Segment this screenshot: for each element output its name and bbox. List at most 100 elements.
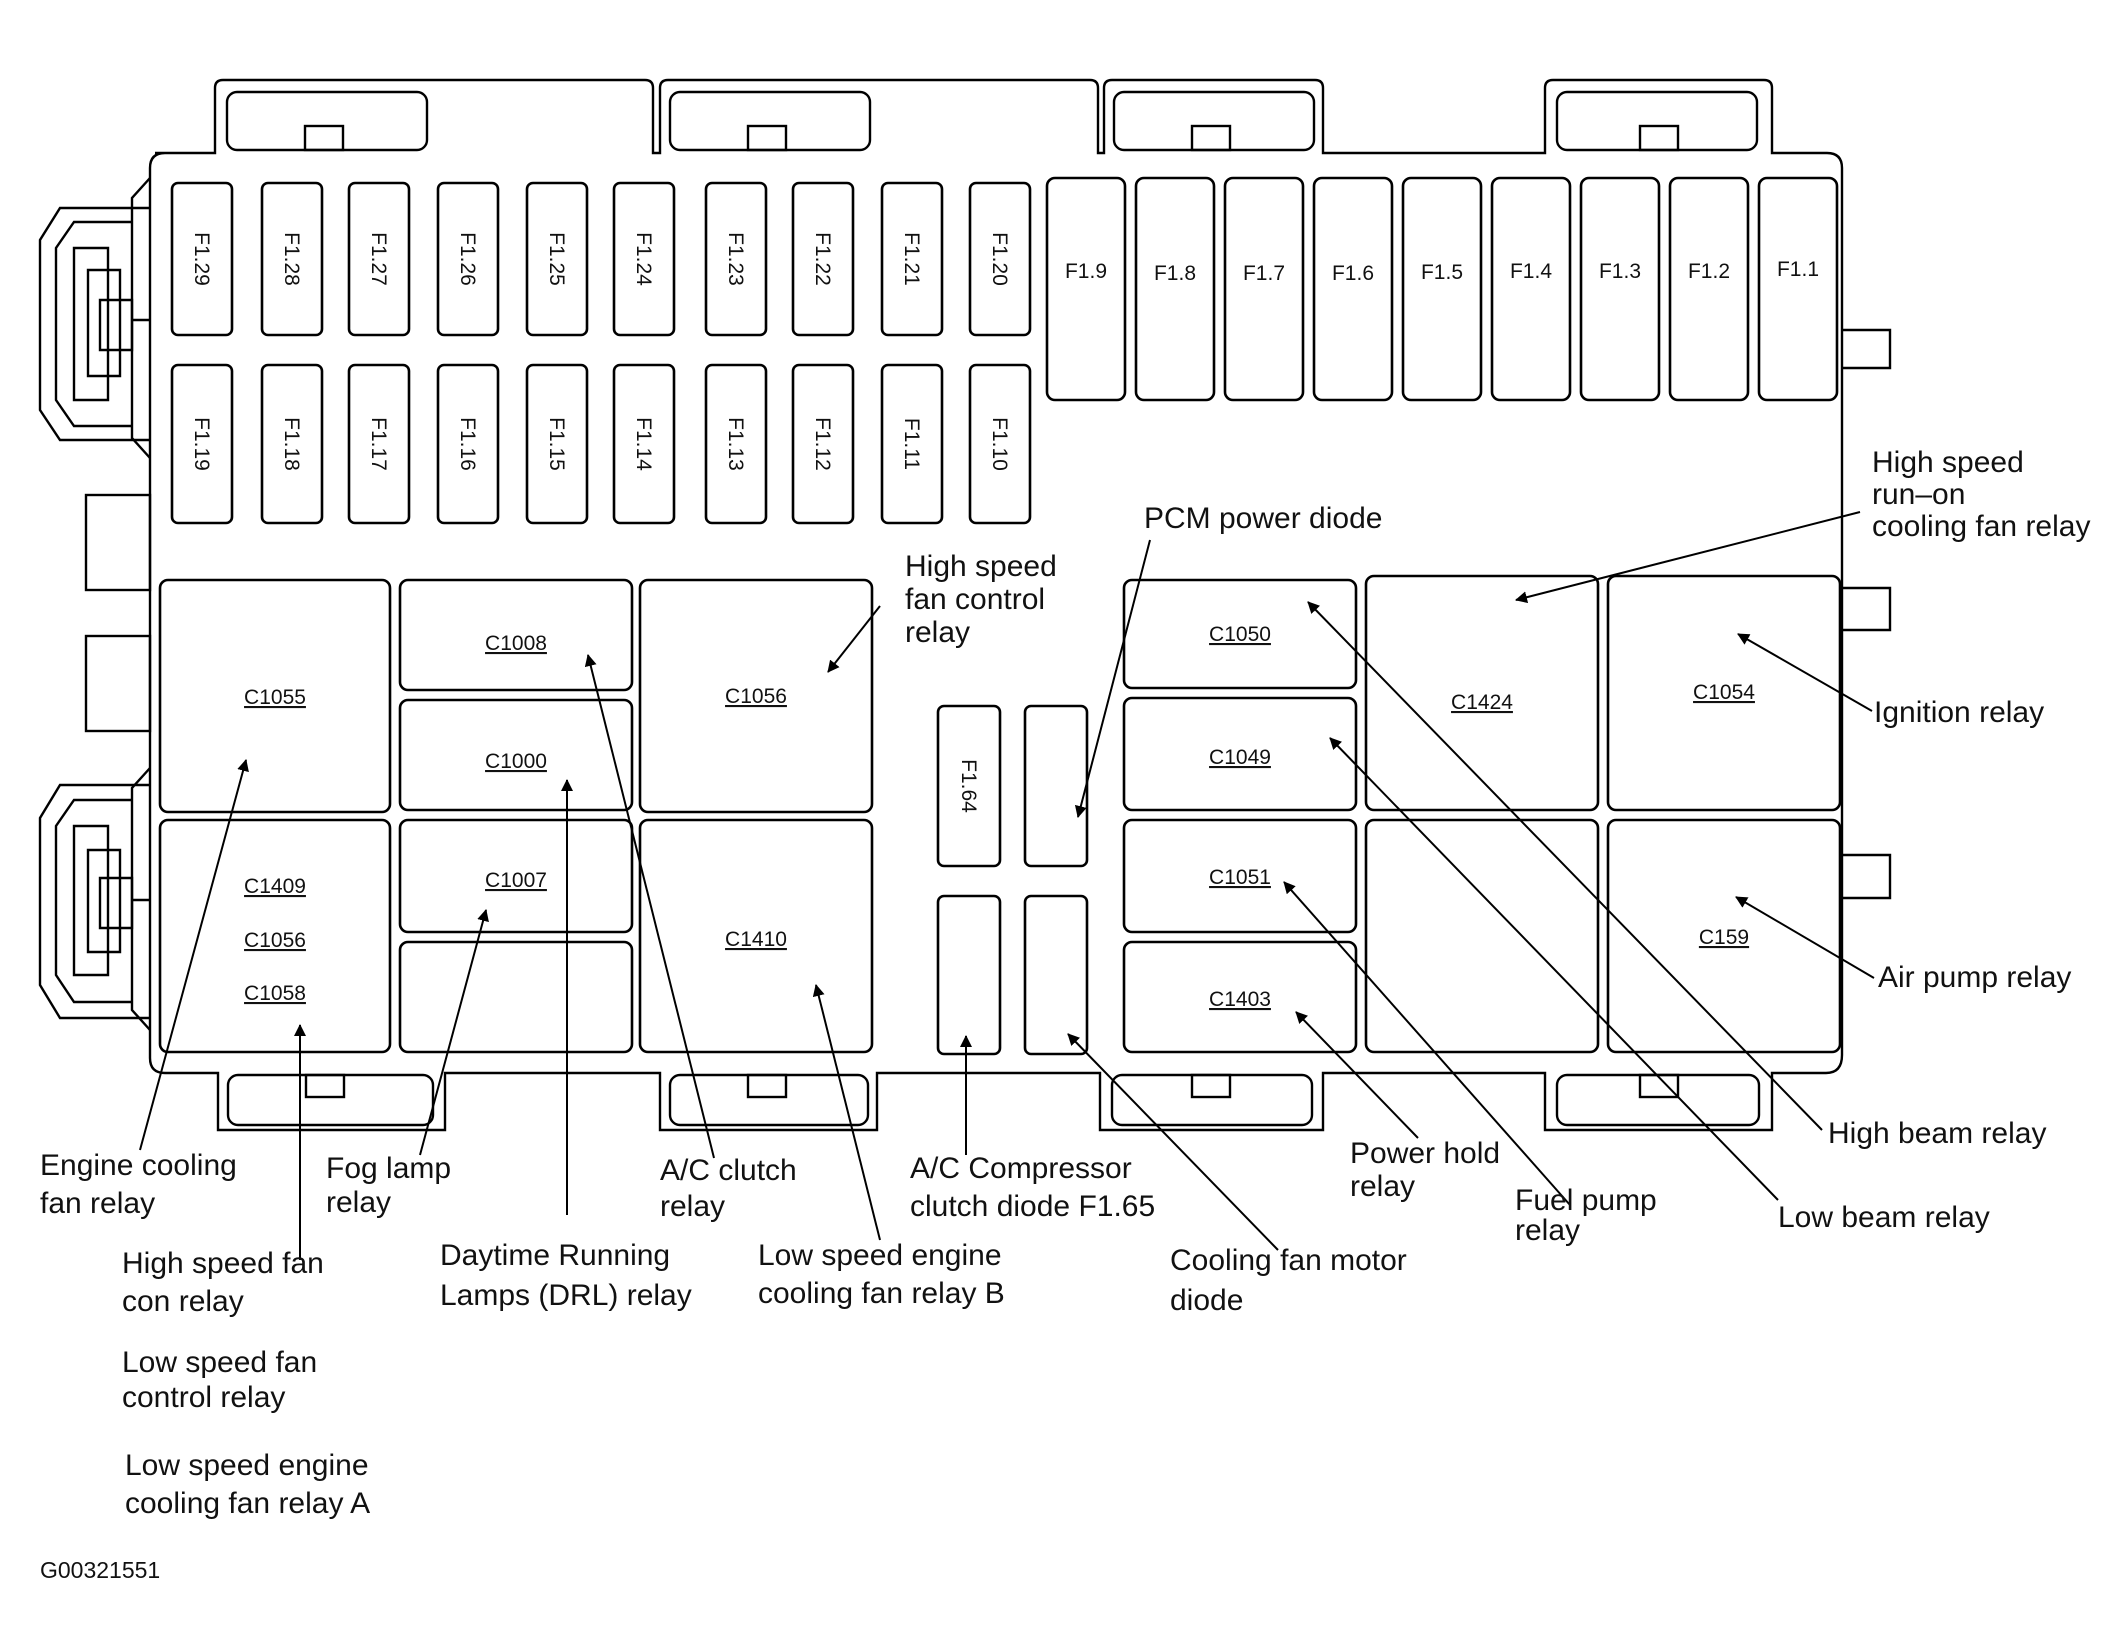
connector-label: C159 (1699, 926, 1749, 949)
fuse-row-right: F1.9 F1.8 F1.7 F1.6 F1.5 F1.4 F1.3 F1.2 … (1045, 176, 1839, 402)
fuse-slot (525, 181, 589, 337)
connector-label: C1008 (485, 632, 547, 655)
pcm-power-diode-slot (1023, 704, 1089, 868)
fuse-slot (1490, 176, 1572, 402)
relay-cell-c1008 (398, 578, 634, 692)
callout-fog-lamp-relay: Fog lamp relay (326, 1152, 459, 1219)
connector-label: C1051 (1209, 866, 1271, 889)
fuse-label: F1.12 (811, 417, 834, 471)
fuse-label: F1.13 (724, 417, 747, 471)
fuse-slot (612, 363, 676, 525)
fuse-label: F1.11 (900, 418, 923, 470)
callout-drl-relay: Daytime Running Lamps (DRL) relay (440, 1239, 692, 1312)
fuse-label: F1.21 (900, 232, 923, 286)
connector-label: C1054 (1693, 681, 1755, 704)
fuse-label: F1.25 (545, 232, 568, 286)
fuse-label: F1.14 (632, 417, 655, 471)
fuse-slot (436, 181, 500, 337)
connector-label: C1050 (1209, 623, 1271, 646)
leader-lines (139, 511, 1875, 1260)
connector-label: C1424 (1451, 691, 1513, 714)
fuse-slot (1668, 176, 1750, 402)
fuse-slot (1579, 176, 1661, 402)
leader-arrow (1283, 881, 1571, 1206)
callout-high-beam-relay: High beam relay (1828, 1117, 2046, 1150)
leader-arrow (1515, 511, 1861, 604)
fuse-slot (347, 363, 411, 525)
callout-ac-compressor-clutch-diode: A/C Compressor clutch diode F1.65 (910, 1152, 1155, 1223)
relay-cell-c1403 (1122, 940, 1358, 1054)
fuse-label: F1.22 (811, 232, 834, 286)
relay-cell-c1000 (398, 698, 634, 812)
leader-arrow (1067, 1033, 1279, 1251)
callout-low-speed-engine-cooling-fan-relay-a: Low speed engine cooling fan relay A (125, 1449, 377, 1520)
fuse-label: F1.10 (988, 417, 1011, 471)
callout-power-hold-relay: Power hold relay (1350, 1137, 1508, 1203)
leader-arrow (139, 759, 249, 1151)
leader-arrow (1735, 896, 1875, 979)
fuse-label: F1.28 (280, 232, 303, 286)
connector-label: C1049 (1209, 746, 1271, 769)
cooling-fan-motor-diode-slot (1023, 894, 1089, 1056)
callout-high-speed-fan-control-relay: High speed fan control relay (905, 550, 1065, 649)
fuse-label: F1.26 (456, 232, 479, 286)
fuse-slot (170, 363, 234, 525)
callout-low-beam-relay: Low beam relay (1778, 1201, 1990, 1234)
relay-cell-blank-right (1364, 818, 1600, 1054)
relay-cell-c1055 (158, 578, 392, 814)
fuse-slot (260, 363, 324, 525)
fuse-label: F1.17 (367, 417, 390, 471)
fuse-slot (968, 181, 1032, 337)
fuse-label: F1.9 (1065, 260, 1107, 283)
fuse-box-housing (38, 78, 1892, 1132)
connector-label: C1056 (725, 685, 787, 708)
fuse-slot (880, 181, 944, 337)
fuse-label: F1.64 (957, 759, 980, 813)
fuse-slot (1223, 176, 1305, 402)
fuse-label: F1.18 (280, 417, 303, 471)
fuse-label: F1.16 (456, 417, 479, 471)
fuse-slot-f1-64 (936, 704, 1002, 868)
callout-high-speed-runon-cooling-fan-relay: High speed run–on cooling fan relay (1872, 446, 2090, 543)
fuse-label: F1.19 (190, 417, 213, 471)
fuse-slot (1134, 176, 1216, 402)
ac-compressor-diode-slot (936, 894, 1002, 1056)
connector-label: C1000 (485, 750, 547, 773)
fuse-slot (1401, 176, 1483, 402)
connector-label: C1055 (244, 686, 306, 709)
fuse-label: F1.15 (545, 417, 568, 471)
leader-arrow (1295, 1011, 1419, 1139)
callout-fuel-pump-relay: Fuel pump relay (1515, 1184, 1665, 1247)
relay-cells: C1055 C1409 C1056 C1058 C1008 C1000 C100… (158, 574, 1842, 1056)
relay-cell-c1056 (638, 578, 874, 814)
callout-ignition-relay: Ignition relay (1874, 696, 2044, 729)
relay-cell-c1409 (158, 818, 392, 1054)
leader-arrow (1074, 539, 1151, 818)
fuse-slot (880, 363, 944, 525)
fuse-label: F1.4 (1510, 260, 1552, 283)
fuse-slot (791, 181, 855, 337)
fuse-label: F1.27 (367, 232, 390, 286)
fuse-slot (525, 363, 589, 525)
relay-cell-c159 (1606, 818, 1842, 1054)
callout-high-speed-fan-con-relay: High speed fan con relay (122, 1247, 332, 1318)
fuse-label: F1.8 (1154, 262, 1196, 285)
callout-low-speed-engine-cooling-fan-relay-b: Low speed engine cooling fan relay B (758, 1239, 1010, 1310)
leader-arrow (812, 984, 881, 1241)
fuse-label: F1.5 (1421, 261, 1463, 284)
relay-cell-c1051 (1122, 818, 1358, 934)
fuse-label: F1.3 (1599, 260, 1641, 283)
fuse-slot (347, 181, 411, 337)
fuse-label: F1.1 (1777, 258, 1819, 281)
relay-cell-c1049 (1122, 696, 1358, 812)
leader-arrow (1737, 633, 1873, 712)
relay-cell-blank (398, 940, 634, 1054)
fuse-label: F1.7 (1243, 262, 1285, 285)
relay-cell-c1050 (1122, 578, 1358, 690)
connector-label: C1409 (244, 875, 306, 898)
fuse-slot (612, 181, 676, 337)
relay-cell-c1007 (398, 818, 634, 934)
callout-air-pump-relay: Air pump relay (1878, 961, 2071, 994)
fuse-row-second: F1.19 F1.18 F1.17 F1.16 F1.15 F1.14 F1.1… (170, 363, 1032, 525)
